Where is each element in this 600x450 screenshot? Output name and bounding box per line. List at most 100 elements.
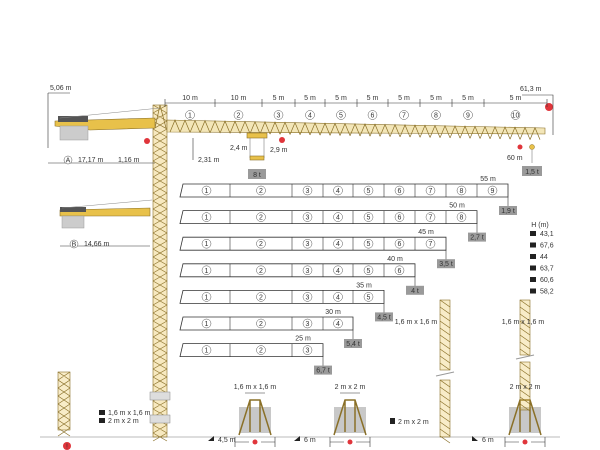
base-4-5m [234,399,276,447]
base-4-width-label: 6 m [482,437,494,444]
radius-label: 35 m [356,282,372,289]
segment-number: 5 [367,188,371,195]
mast-section-block [149,414,171,424]
segment-number-circle [456,212,467,222]
load-box [406,285,424,295]
load-box [468,232,486,242]
segment-number-circle [363,292,374,302]
segment-number: 4 [336,321,340,328]
segment-number: 5 [367,215,371,222]
segment-number: 7 [429,215,433,222]
segment-number-circle [394,185,405,196]
segment-length-label: 5 m [462,95,474,102]
segment-number-circle [273,110,284,120]
segment-number-circle [256,238,266,249]
marker-b-label: B [72,242,77,249]
segment-number: 1 [205,348,209,355]
segment-number-circle [333,292,343,302]
segment-number: 1 [205,241,209,248]
segment-number-circle [256,292,266,302]
segment-number: 2 [259,215,263,222]
legend-title: H (m) [531,222,549,229]
segment-number: 3 [306,268,310,275]
base-6m [329,399,371,447]
segment-number-circle [363,238,374,249]
trolley-hook [246,132,268,179]
height-legend-value: 67,6 [540,243,554,250]
segment-number-circle [201,185,212,196]
potain-logo [58,116,88,122]
tower-4-upper [519,299,531,356]
segment-number: 6 [398,188,402,195]
info-icon [545,103,553,111]
segment-number-circle [394,212,405,222]
segment-number: 6 [398,215,402,222]
segment-length-label: 5 m [510,95,522,102]
height-legend-value: 43,1 [540,231,554,238]
load-row-outline [179,236,447,251]
mast-legend-label: 1,6 m x 1,6 m [108,410,151,417]
base-1-width-label: 4,5 m [218,437,236,444]
segment-number: 5 [367,294,371,301]
small-tower-truss [57,371,71,437]
load-row-outline [179,290,385,304]
cat-head [154,104,167,129]
segment-number-circle [201,345,212,355]
segment-length-label: 5 m [304,95,316,102]
counter-jib [54,107,161,141]
height-legend-icon [530,254,536,259]
height-legend-icon [530,231,536,236]
segment-number: 5 [367,241,371,248]
height-legend-value: 58,2 [540,289,554,296]
marker-icon [279,137,285,143]
break-mark [515,354,535,360]
segment-length-label: 5 m [273,95,285,102]
segment-number: 4 [336,268,340,275]
load-label: 4 t [411,288,419,295]
segment-number-circle [333,318,343,329]
load-row-outline [179,263,416,278]
load-label: 1,9 t [501,208,515,215]
segment-number: 8 [434,113,438,120]
segment-number-circle [302,265,313,276]
segment-number-circle [256,185,266,196]
segment-number: 4 [336,215,340,222]
base-width-line [234,437,276,447]
mast-legend-icon [99,418,105,423]
trolley-height-label: 2,4 m [230,145,248,152]
load-box [375,312,393,322]
counter-jib-height-label: 5,06 m [50,85,72,92]
segment-number: 9 [466,113,470,120]
max-load-box [248,169,266,179]
segment-number-circle [431,110,441,120]
segment-number-circle [302,185,313,196]
mast-offset-label: 2,31 m [198,157,220,164]
segment-number-circle [256,212,266,222]
segment-number-circle [233,110,244,120]
marker-a-label: A [66,158,71,165]
segment-number-circle [367,110,378,120]
center-marker-icon [252,439,258,445]
segment-number-circle [256,318,266,329]
tower-3-upper-truss [439,299,451,371]
segment-number: 9 [491,188,495,195]
segment-number-circle [256,345,266,355]
segment-number: 2 [259,188,263,195]
base-width-line [329,437,371,447]
segment-number: 3 [306,188,310,195]
segment-number-circle [336,110,346,120]
segment-number: 5 [339,113,343,120]
height-legend-icon [530,242,536,248]
segment-number-circle [201,292,212,302]
base-2-width-label: 6 m [304,437,316,444]
height-dimension [47,92,70,148]
segment-number: 1 [205,268,209,275]
tower-3-mast-label: 2 m x 2 m [398,419,429,426]
base-legend-icon [208,436,214,441]
segment-number-circle [425,238,436,249]
base-legend-icon [294,436,300,441]
info-label: ! [66,444,68,450]
segment-number: 3 [306,241,310,248]
